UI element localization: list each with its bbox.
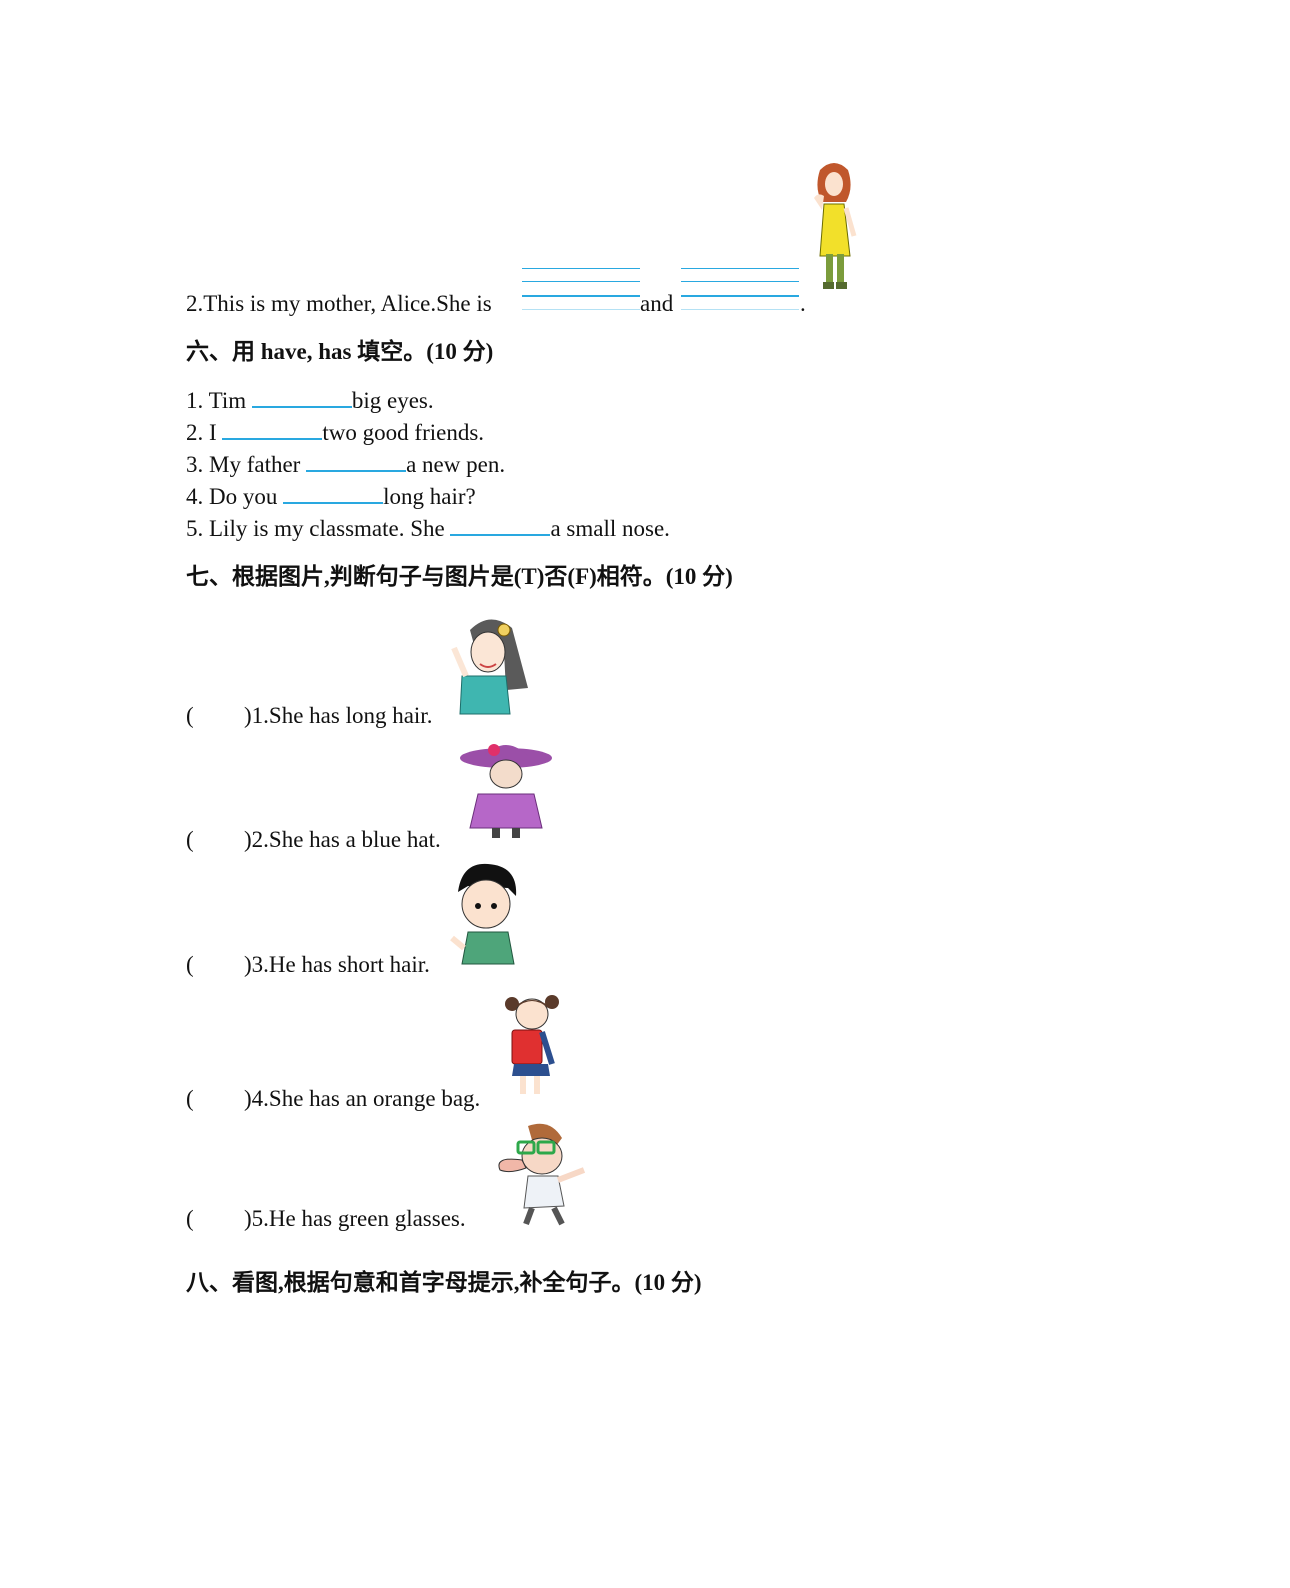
item-text: long hair? bbox=[383, 484, 476, 509]
item-text: 5. Lily is my classmate. She bbox=[186, 516, 445, 541]
answer-blank[interactable] bbox=[283, 482, 384, 504]
section6-item: 1. Tim big eyes. bbox=[186, 386, 434, 415]
answer-blank[interactable] bbox=[222, 418, 323, 440]
section6-item: 3. My father a new pen. bbox=[186, 450, 505, 479]
answer-blank[interactable] bbox=[306, 450, 407, 472]
item-text: )3.He has short hair. bbox=[244, 952, 430, 977]
section8-heading: 八、看图,根据句意和首字母提示,补全句子。(10 分) bbox=[186, 1270, 702, 1295]
item-text: a small nose. bbox=[550, 516, 670, 541]
answer-blank[interactable] bbox=[450, 514, 551, 536]
section6-item: 5. Lily is my classmate. She a small nos… bbox=[186, 514, 670, 543]
item-text: 1. Tim bbox=[186, 388, 247, 413]
section7-heading: 七、根据图片,判断句子与图片是(T)否(F)相符。(10 分) bbox=[186, 564, 733, 589]
long-hair-girl-illustration bbox=[448, 612, 532, 716]
glasses-man-illustration bbox=[488, 1120, 588, 1228]
short-hair-boy-illustration bbox=[448, 862, 522, 966]
section6-item: 4. Do you long hair? bbox=[186, 482, 476, 511]
hat-girl-illustration bbox=[458, 738, 554, 842]
item-text: 2. I bbox=[186, 420, 217, 445]
section7-item: ( )4.She has an orange bag. bbox=[186, 1085, 480, 1113]
mother-illustration bbox=[806, 158, 862, 298]
item-text: )2.She has a blue hat. bbox=[244, 827, 441, 852]
item-text: two good friends. bbox=[322, 420, 485, 445]
q2-connector: and bbox=[640, 291, 674, 316]
q2-prefix: 2.This is my mother, Alice.She is bbox=[186, 291, 492, 316]
answer-blank[interactable] bbox=[251, 386, 352, 408]
schoolbag-girl-illustration bbox=[502, 994, 562, 1100]
section7-item: ( )1.She has long hair. bbox=[186, 702, 432, 730]
section7-item: ( )5.He has green glasses. bbox=[186, 1205, 466, 1233]
item-text: a new pen. bbox=[406, 452, 506, 477]
section6-heading: 六、用 have, has 填空。(10 分) bbox=[186, 339, 494, 364]
section7-item: ( )2.She has a blue hat. bbox=[186, 826, 441, 854]
item-text: 4. Do you bbox=[186, 484, 278, 509]
item-text: )5.He has green glasses. bbox=[244, 1206, 466, 1231]
q2-blank-1[interactable] bbox=[522, 268, 640, 310]
q2-period: . bbox=[800, 291, 806, 316]
answer-paren[interactable]: ( bbox=[186, 703, 194, 728]
q2-blank-2[interactable] bbox=[681, 268, 799, 310]
answer-paren[interactable]: ( bbox=[186, 952, 194, 977]
item-text: big eyes. bbox=[351, 388, 434, 413]
answer-paren[interactable]: ( bbox=[186, 827, 194, 852]
answer-paren[interactable]: ( bbox=[186, 1206, 194, 1231]
q2-mother-sentence: 2.This is my mother, Alice.She is bbox=[186, 290, 492, 318]
section6-item: 2. I two good friends. bbox=[186, 418, 484, 447]
answer-paren[interactable]: ( bbox=[186, 1086, 194, 1111]
item-text: 3. My father bbox=[186, 452, 301, 477]
item-text: )4.She has an orange bag. bbox=[244, 1086, 481, 1111]
item-text: )1.She has long hair. bbox=[244, 703, 433, 728]
section7-item: ( )3.He has short hair. bbox=[186, 951, 430, 979]
